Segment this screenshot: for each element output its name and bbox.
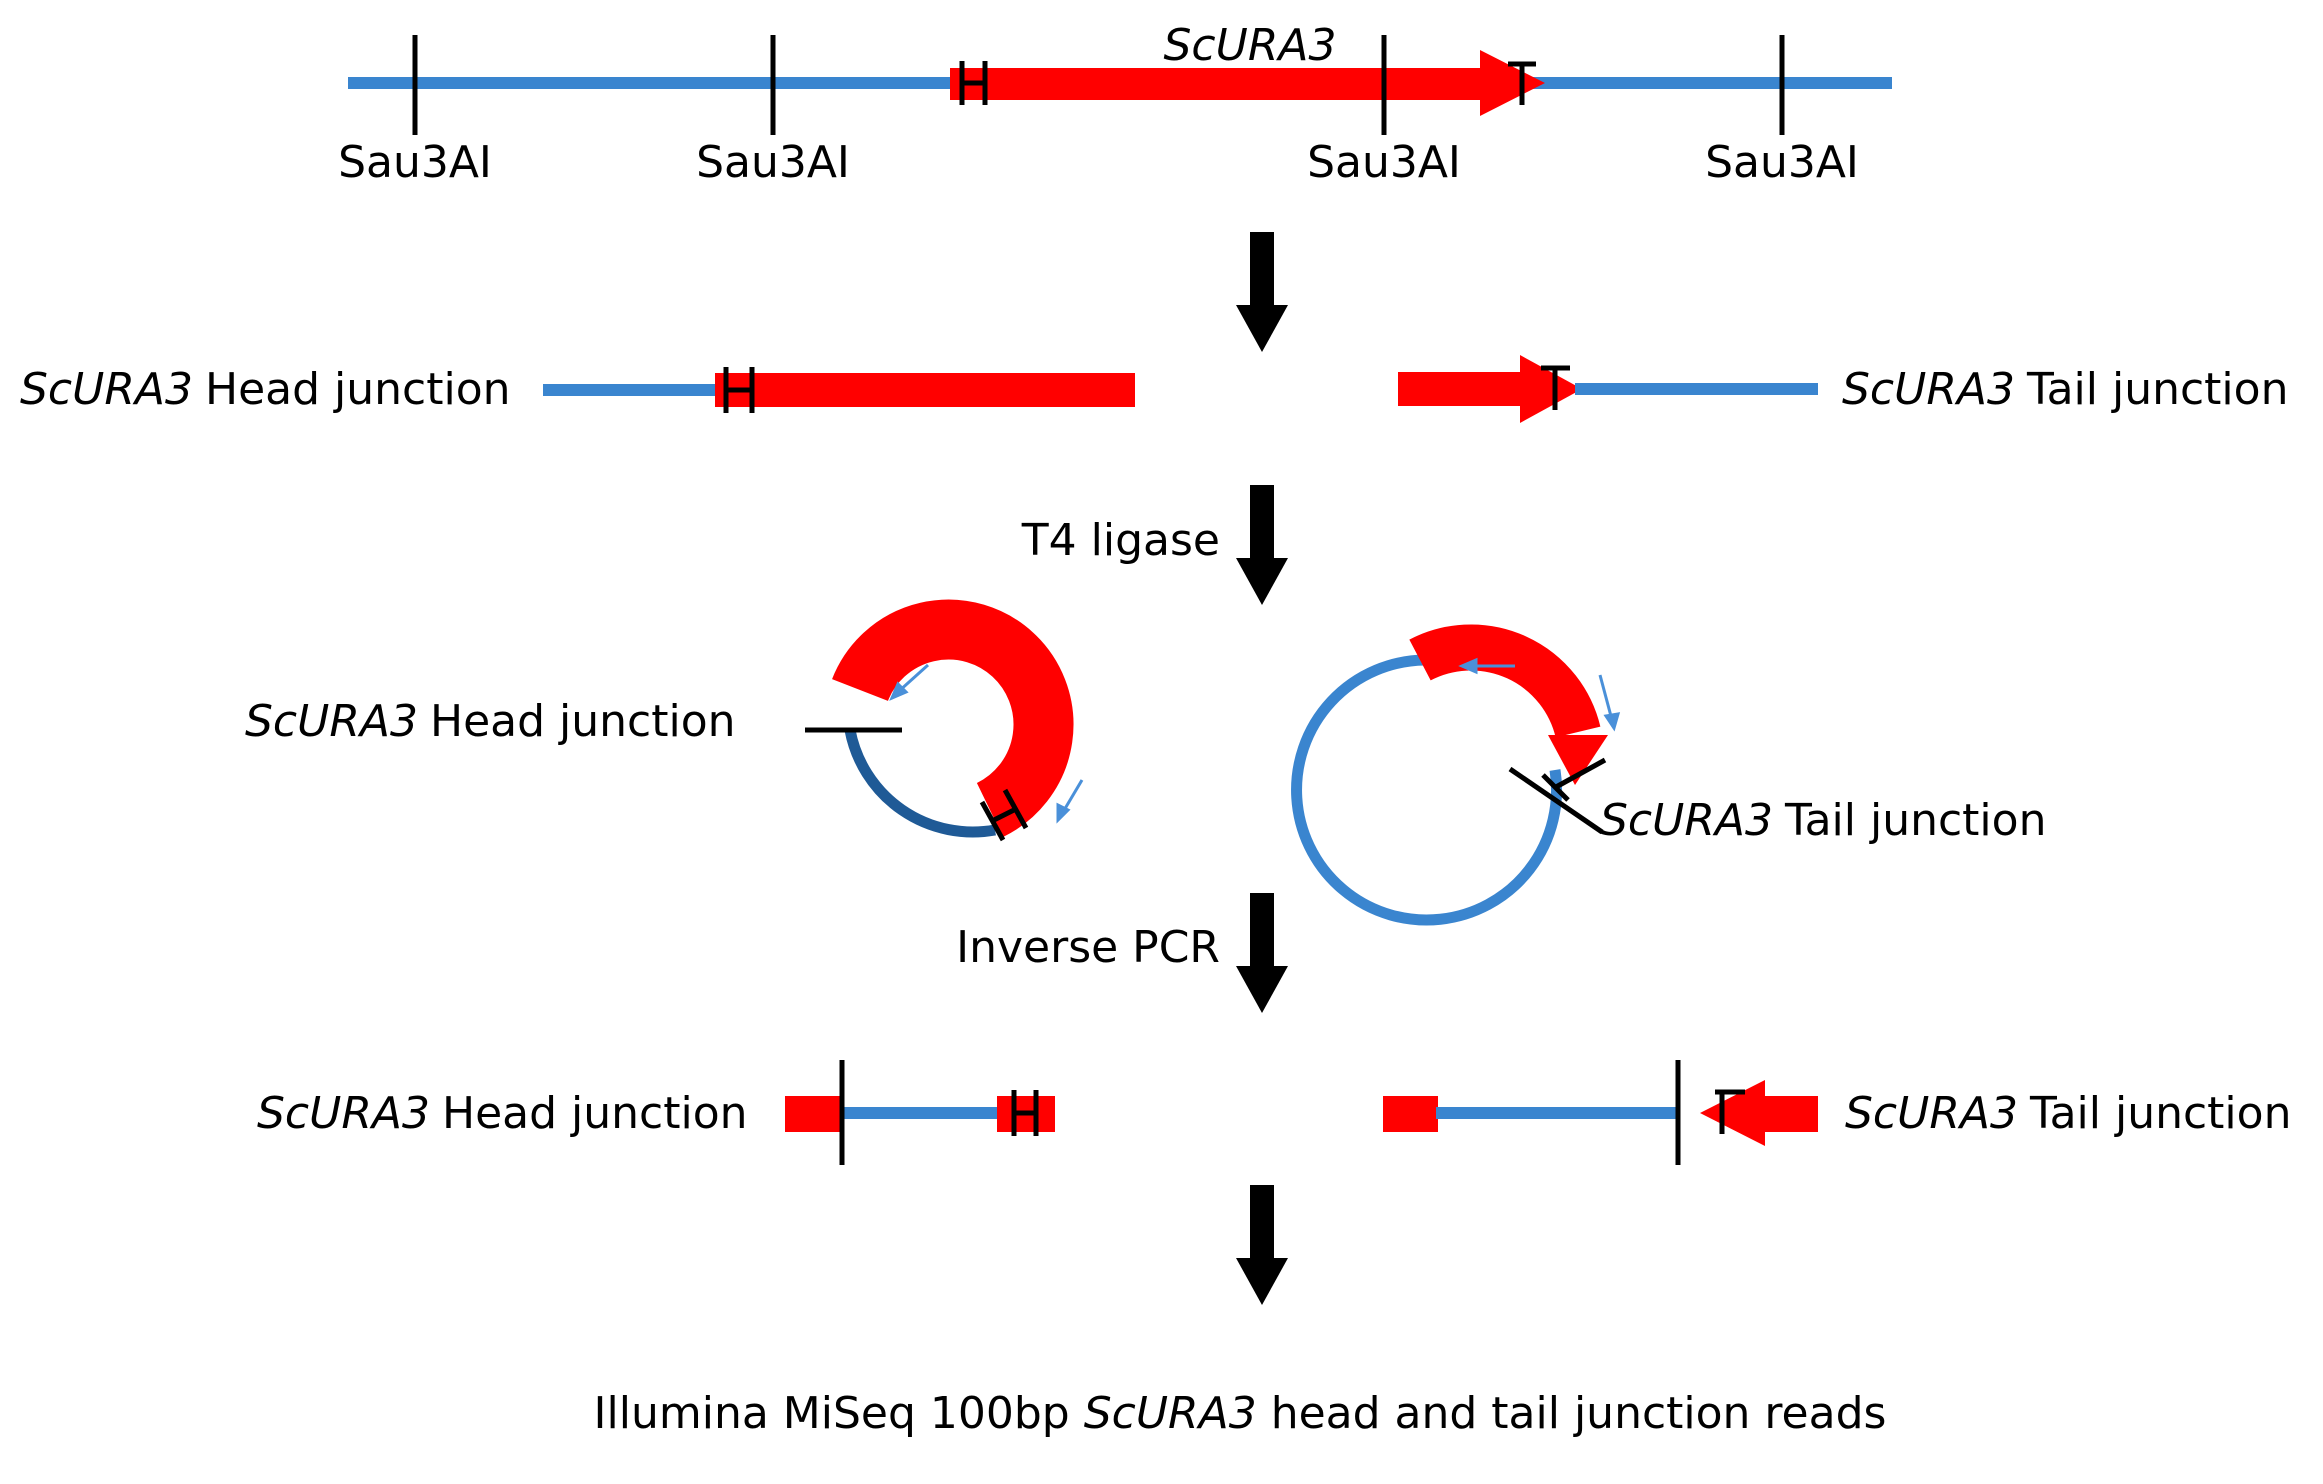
locus-terminator-marker [1508,61,1536,105]
step-inverse-pcr-label: Inverse PCR [956,922,1220,973]
sau3ai-label-1: Sau3AI [338,137,492,188]
primer-icon [1458,657,1621,732]
sau3ai-label-2: Sau3AI [696,137,850,188]
locus-gene-label: ScURA3 [1164,20,1337,71]
locus-gene-arrowhead [1480,50,1545,116]
down-arrow-icon [1250,1185,1274,1260]
flow-arrow-2 [1236,485,1288,605]
genomic-locus: Sau3AI Sau3AI Sau3AI Sau3AI ScURA3 [338,20,1892,188]
step-ligation-label: T4 ligase [1021,515,1220,566]
flow-arrow-3 [1236,893,1288,1013]
primer-icon [889,663,1084,824]
final-reads-label: Illumina MiSeq 100bp ScURA3 head and tai… [594,1388,1887,1439]
sau3ai-label-3: Sau3AI [1307,137,1461,188]
flow-arrow-1 [1236,232,1288,352]
locus-start-marker [959,61,988,105]
flow-arrow-4 [1236,1185,1288,1305]
down-arrow-icon [1250,893,1274,968]
down-arrow-icon [1250,485,1274,560]
sau3ai-label-4: Sau3AI [1705,137,1859,188]
locus-gene-body [950,68,1485,100]
down-arrow-icon [1250,232,1274,307]
